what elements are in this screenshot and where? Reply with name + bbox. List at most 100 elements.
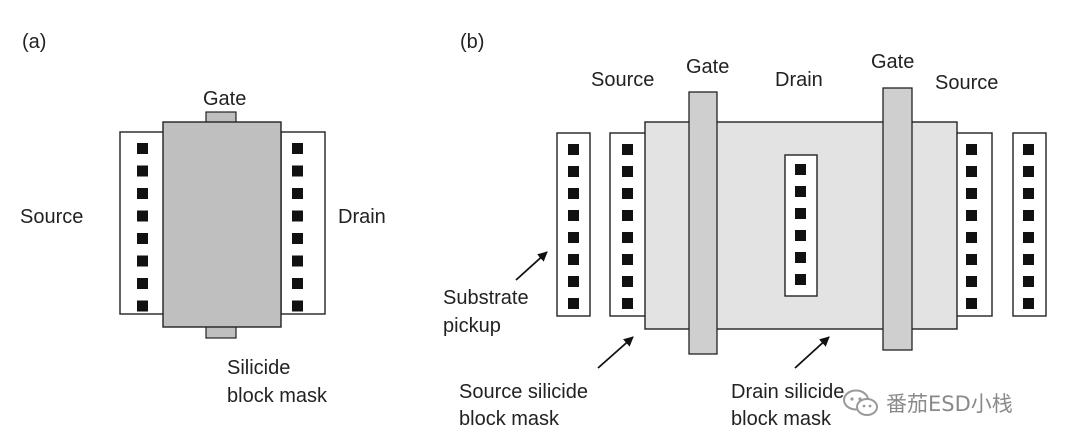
source-label-right: Source <box>935 72 999 94</box>
contact-square <box>622 144 633 155</box>
contact-square <box>137 300 148 312</box>
contact-square <box>622 188 633 199</box>
contact-square <box>568 298 579 309</box>
contact-square <box>795 208 806 219</box>
panel-b-layout <box>515 87 1047 369</box>
contact-square <box>966 276 977 287</box>
drain-label-b: Drain <box>775 69 823 91</box>
contact-square <box>1023 166 1034 177</box>
source-silicide-block-mask-right <box>903 121 958 330</box>
contact-square <box>795 186 806 197</box>
contact-square <box>1023 298 1034 309</box>
gate-label-left: Gate <box>686 56 730 78</box>
substrate-contacts-left <box>568 144 579 309</box>
contact-square <box>966 298 977 309</box>
contact-square <box>568 254 579 265</box>
source-mask-arrow <box>597 336 634 369</box>
contact-square <box>568 144 579 155</box>
panel-a-layout <box>119 111 326 339</box>
drain-contacts <box>795 164 806 285</box>
contact-square <box>292 300 303 312</box>
drain-mask-arrow <box>794 336 830 369</box>
substrate-pickup-arrow <box>515 251 548 281</box>
gate-label-right: Gate <box>871 51 915 73</box>
contact-square <box>292 278 303 289</box>
source-diffusion-left <box>609 132 647 317</box>
source-diffusion-right <box>955 132 993 317</box>
drain-mask-label-line1: Drain silicide <box>731 381 845 403</box>
source-contacts-a <box>137 143 148 312</box>
source-contacts-right <box>966 144 977 309</box>
contact-square <box>137 233 148 244</box>
drain-label-a: Drain <box>338 206 386 228</box>
contact-square <box>568 188 579 199</box>
contact-square <box>292 233 303 244</box>
silicide-mask-label-line1: Silicide <box>227 357 291 379</box>
contact-square <box>292 165 303 177</box>
gate-finger-left <box>688 91 718 355</box>
contact-square <box>137 210 148 222</box>
source-mask-label-line1: Source silicide <box>459 381 588 403</box>
wechat-icon <box>843 389 878 416</box>
contact-square <box>966 188 977 199</box>
substrate-pickup-label-line2: pickup <box>443 315 501 337</box>
contact-square <box>1023 144 1034 155</box>
substrate-pickup-label-line1: Substrate <box>443 287 529 309</box>
contact-square <box>795 274 806 285</box>
contact-square <box>622 276 633 287</box>
substrate-contacts-right <box>1023 144 1034 309</box>
contact-square <box>966 254 977 265</box>
contact-square <box>1023 232 1034 243</box>
substrate-pickup-right <box>1012 132 1047 317</box>
contact-square <box>795 164 806 175</box>
drain-contacts-a <box>292 143 303 312</box>
contact-square <box>622 166 633 177</box>
contact-square <box>1023 254 1034 265</box>
source-silicide-block-mask-left <box>644 121 698 330</box>
contact-square <box>137 278 148 289</box>
contact-square <box>568 166 579 177</box>
contact-square <box>622 232 633 243</box>
source-mask-label-line2: block mask <box>459 408 560 430</box>
contact-square <box>622 298 633 309</box>
panel-a-tag: (a) <box>22 31 47 53</box>
contact-square <box>795 230 806 241</box>
watermark: 番茄ESD小栈 <box>842 388 1013 418</box>
substrate-pickup-left <box>556 132 591 317</box>
contact-square <box>137 165 148 177</box>
gate-label-a: Gate <box>203 88 247 110</box>
contact-square <box>966 210 977 221</box>
watermark-text: 番茄ESD小栈 <box>886 392 1013 416</box>
source-contacts-left <box>622 144 633 309</box>
drain-mask-label-line2: block mask <box>731 408 832 430</box>
contact-square <box>568 210 579 221</box>
contact-square <box>622 210 633 221</box>
contact-square <box>1023 210 1034 221</box>
contact-square <box>795 252 806 263</box>
source-label-a: Source <box>20 206 84 228</box>
contact-square <box>292 143 303 154</box>
contact-square <box>568 232 579 243</box>
contact-square <box>292 210 303 222</box>
gate-tab-bottom <box>205 325 237 339</box>
contact-square <box>1023 188 1034 199</box>
contact-square <box>966 232 977 243</box>
contact-square <box>292 188 303 199</box>
contact-square <box>137 188 148 199</box>
gate-finger-right <box>882 87 913 351</box>
silicide-block-mask-a <box>162 121 282 328</box>
contact-square <box>568 276 579 287</box>
drain-contact-window <box>784 154 818 297</box>
contact-square <box>137 255 148 267</box>
contact-square <box>137 143 148 154</box>
contact-square <box>1023 276 1034 287</box>
source-label-left: Source <box>591 69 655 91</box>
contact-square <box>966 144 977 155</box>
contact-square <box>966 166 977 177</box>
contact-square <box>292 255 303 267</box>
contact-square <box>622 254 633 265</box>
panel-b-tag: (b) <box>460 31 485 53</box>
silicide-mask-label-line2: block mask <box>227 385 328 407</box>
